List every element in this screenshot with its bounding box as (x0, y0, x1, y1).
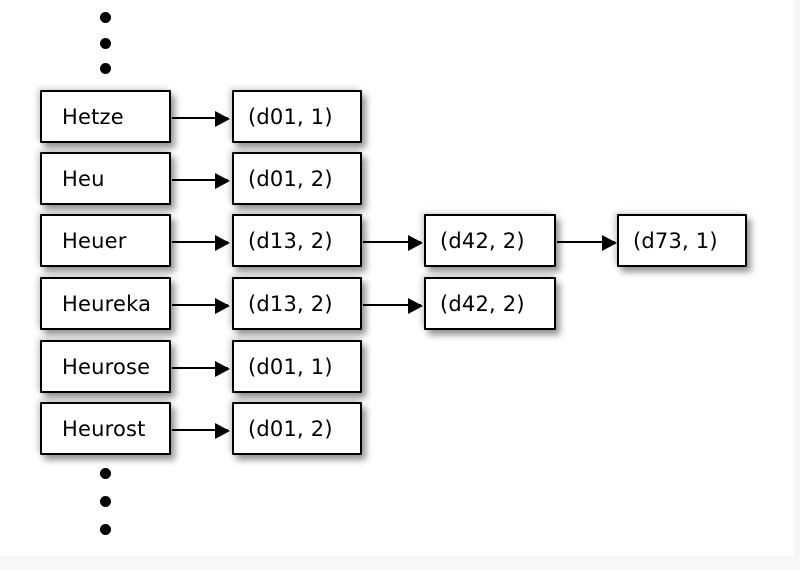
node-p2-d42-2b[interactable]: (d42, 2) (424, 277, 556, 330)
vertical-ellipsis-bottom-dot-2 (100, 496, 111, 507)
arrow-heurose-to-d01-1 (172, 361, 230, 377)
node-p2-d42-2a[interactable]: (d42, 2) (424, 214, 556, 267)
arrow-heuer-to-d13-2 (172, 235, 230, 251)
node-label: (d01, 2) (248, 166, 333, 191)
node-p1-d13-2a[interactable]: (d13, 2) (232, 214, 362, 267)
node-term-heurose[interactable]: Heurose (40, 340, 171, 393)
arrow-heurost-to-d01-2 (172, 423, 230, 439)
node-label: (d42, 2) (440, 291, 525, 316)
node-p3-d73-1[interactable]: (d73, 1) (617, 214, 747, 267)
node-label: (d73, 1) (633, 228, 718, 253)
vertical-ellipsis-top-dot-2 (100, 38, 111, 49)
node-label: Hetze (62, 104, 124, 129)
node-label: Heurost (62, 416, 146, 441)
node-label: (d13, 2) (248, 291, 333, 316)
vertical-ellipsis-top-dot-1 (100, 12, 111, 23)
node-label: Heurose (62, 354, 151, 379)
node-label: (d01, 2) (248, 416, 333, 441)
node-term-heuer[interactable]: Heuer (40, 214, 171, 267)
node-label: (d01, 1) (248, 354, 333, 379)
node-term-hetze[interactable]: Hetze (40, 90, 171, 143)
arrow-heureka-to-d13-2 (172, 298, 230, 314)
arrow-heu-to-d01-2 (172, 173, 230, 189)
node-term-heu[interactable]: Heu (40, 152, 171, 205)
node-term-heureka[interactable]: Heureka (40, 277, 171, 330)
node-p1-d01-2b[interactable]: (d01, 2) (232, 402, 362, 455)
node-p1-d13-2b[interactable]: (d13, 2) (232, 277, 362, 330)
node-label: (d01, 1) (248, 104, 333, 129)
vertical-ellipsis-bottom-dot-1 (100, 468, 111, 479)
vertical-ellipsis-bottom-dot-3 (100, 524, 111, 535)
node-label: (d13, 2) (248, 228, 333, 253)
arrow-d13-2b-to-d42-2b (363, 298, 423, 314)
node-p1-d01-1[interactable]: (d01, 1) (232, 90, 362, 143)
node-term-heurost[interactable]: Heurost (40, 402, 171, 455)
arrow-d13-2a-to-d42-2a (363, 235, 423, 251)
node-label: Heureka (62, 291, 152, 316)
node-label: (d42, 2) (440, 228, 525, 253)
arrow-hetze-to-d01-1 (172, 111, 230, 127)
node-label: Heuer (62, 228, 127, 253)
vertical-ellipsis-top-dot-3 (100, 63, 111, 74)
arrow-d42-2a-to-d73-1 (557, 235, 617, 251)
node-p1-d01-2[interactable]: (d01, 2) (232, 152, 362, 205)
node-p1-d01-1b[interactable]: (d01, 1) (232, 340, 362, 393)
node-label: Heu (62, 166, 105, 191)
